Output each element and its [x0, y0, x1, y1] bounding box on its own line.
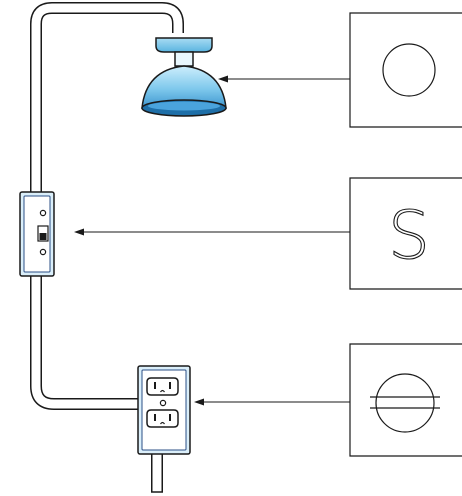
- outlet-leader-arrow: [194, 398, 350, 406]
- light-symbol-box: [349, 12, 462, 128]
- switch-symbol-box: S: [349, 177, 462, 290]
- light-leader-arrow: [218, 75, 350, 83]
- duplex-outlet-symbol: [370, 373, 440, 433]
- toggle-switch-icon: [19, 191, 55, 277]
- circle-symbol: [382, 43, 436, 97]
- duplex-receptacle-icon: [137, 365, 191, 455]
- switch-leader-arrow: [74, 228, 350, 236]
- leader-arrows: [74, 75, 350, 406]
- conduit-wire: [30, 2, 184, 493]
- s-letter-symbol: S: [388, 197, 430, 274]
- ceiling-light-fixture-icon: [141, 37, 227, 117]
- outlet-symbol-box: [349, 343, 462, 457]
